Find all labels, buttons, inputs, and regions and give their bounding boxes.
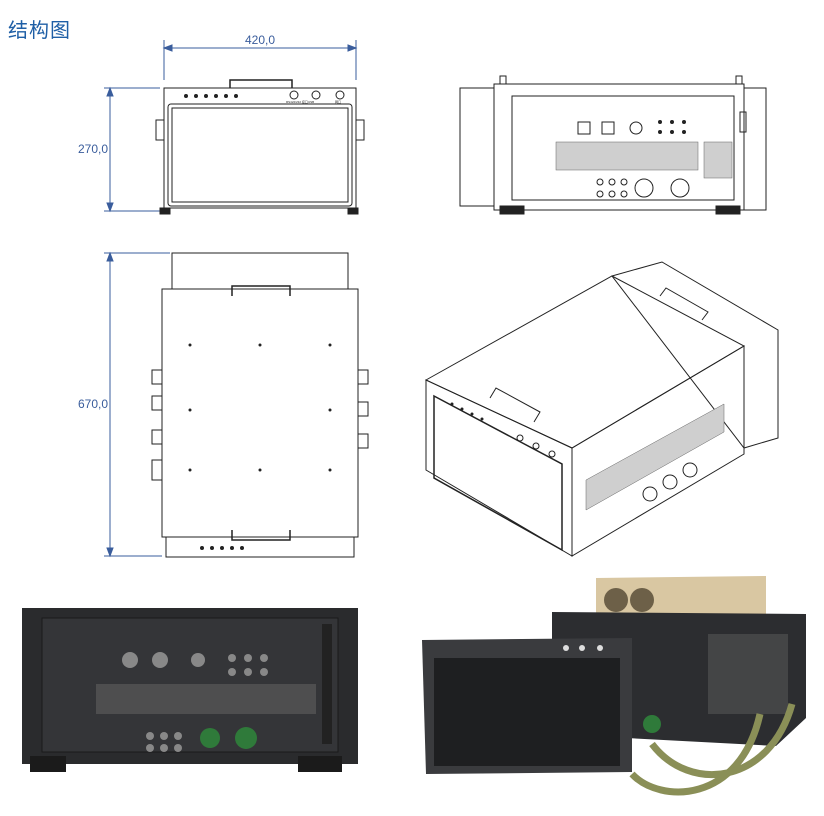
height-dimension-label: 270,0 xyxy=(78,142,108,156)
rear-photo-vent xyxy=(96,684,316,714)
rear-photo xyxy=(22,596,358,776)
depth-dimension xyxy=(104,251,170,558)
panel-label-c: 网口 xyxy=(335,100,341,104)
depth-dimension-label: 670,0 xyxy=(78,397,108,411)
height-dimension xyxy=(104,86,160,213)
panel-label-b: USB xyxy=(308,100,314,104)
page-title: 结构图 xyxy=(8,18,71,42)
width-dimension-label: 420,0 xyxy=(245,33,275,47)
iso-vent-grid xyxy=(585,403,725,511)
panel-label-a: RS422/232 接口 xyxy=(286,99,308,104)
rear-vent-grid xyxy=(555,141,733,179)
width-dimension xyxy=(162,40,358,80)
assembly-photo xyxy=(420,574,816,814)
